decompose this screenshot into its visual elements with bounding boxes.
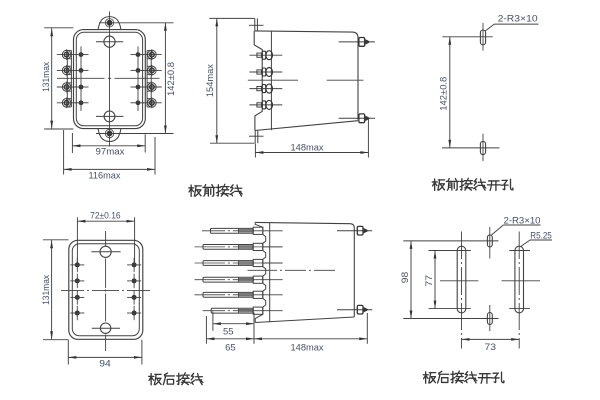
svg-text:55: 55 [223, 325, 234, 336]
svg-text:65: 65 [225, 342, 236, 353]
svg-text:148max: 148max [291, 342, 324, 353]
svg-text:R5.25: R5.25 [530, 230, 552, 241]
svg-text:142±0.8: 142±0.8 [165, 62, 176, 96]
svg-text:98: 98 [399, 272, 410, 284]
svg-text:2-R3×10: 2-R3×10 [498, 13, 538, 24]
svg-text:142±0.8: 142±0.8 [438, 77, 449, 111]
svg-text:94: 94 [99, 358, 111, 369]
svg-text:97max: 97max [96, 145, 125, 156]
svg-text:148max: 148max [291, 142, 324, 153]
svg-text:73: 73 [485, 341, 497, 352]
svg-text:131max: 131max [40, 62, 51, 92]
svg-text:72±0.16: 72±0.16 [90, 210, 121, 221]
svg-text:2-R3×10: 2-R3×10 [504, 214, 541, 225]
svg-text:131max: 131max [40, 275, 51, 305]
svg-text:116max: 116max [89, 170, 121, 181]
svg-text:154max: 154max [204, 64, 215, 97]
svg-text:77: 77 [423, 275, 434, 287]
